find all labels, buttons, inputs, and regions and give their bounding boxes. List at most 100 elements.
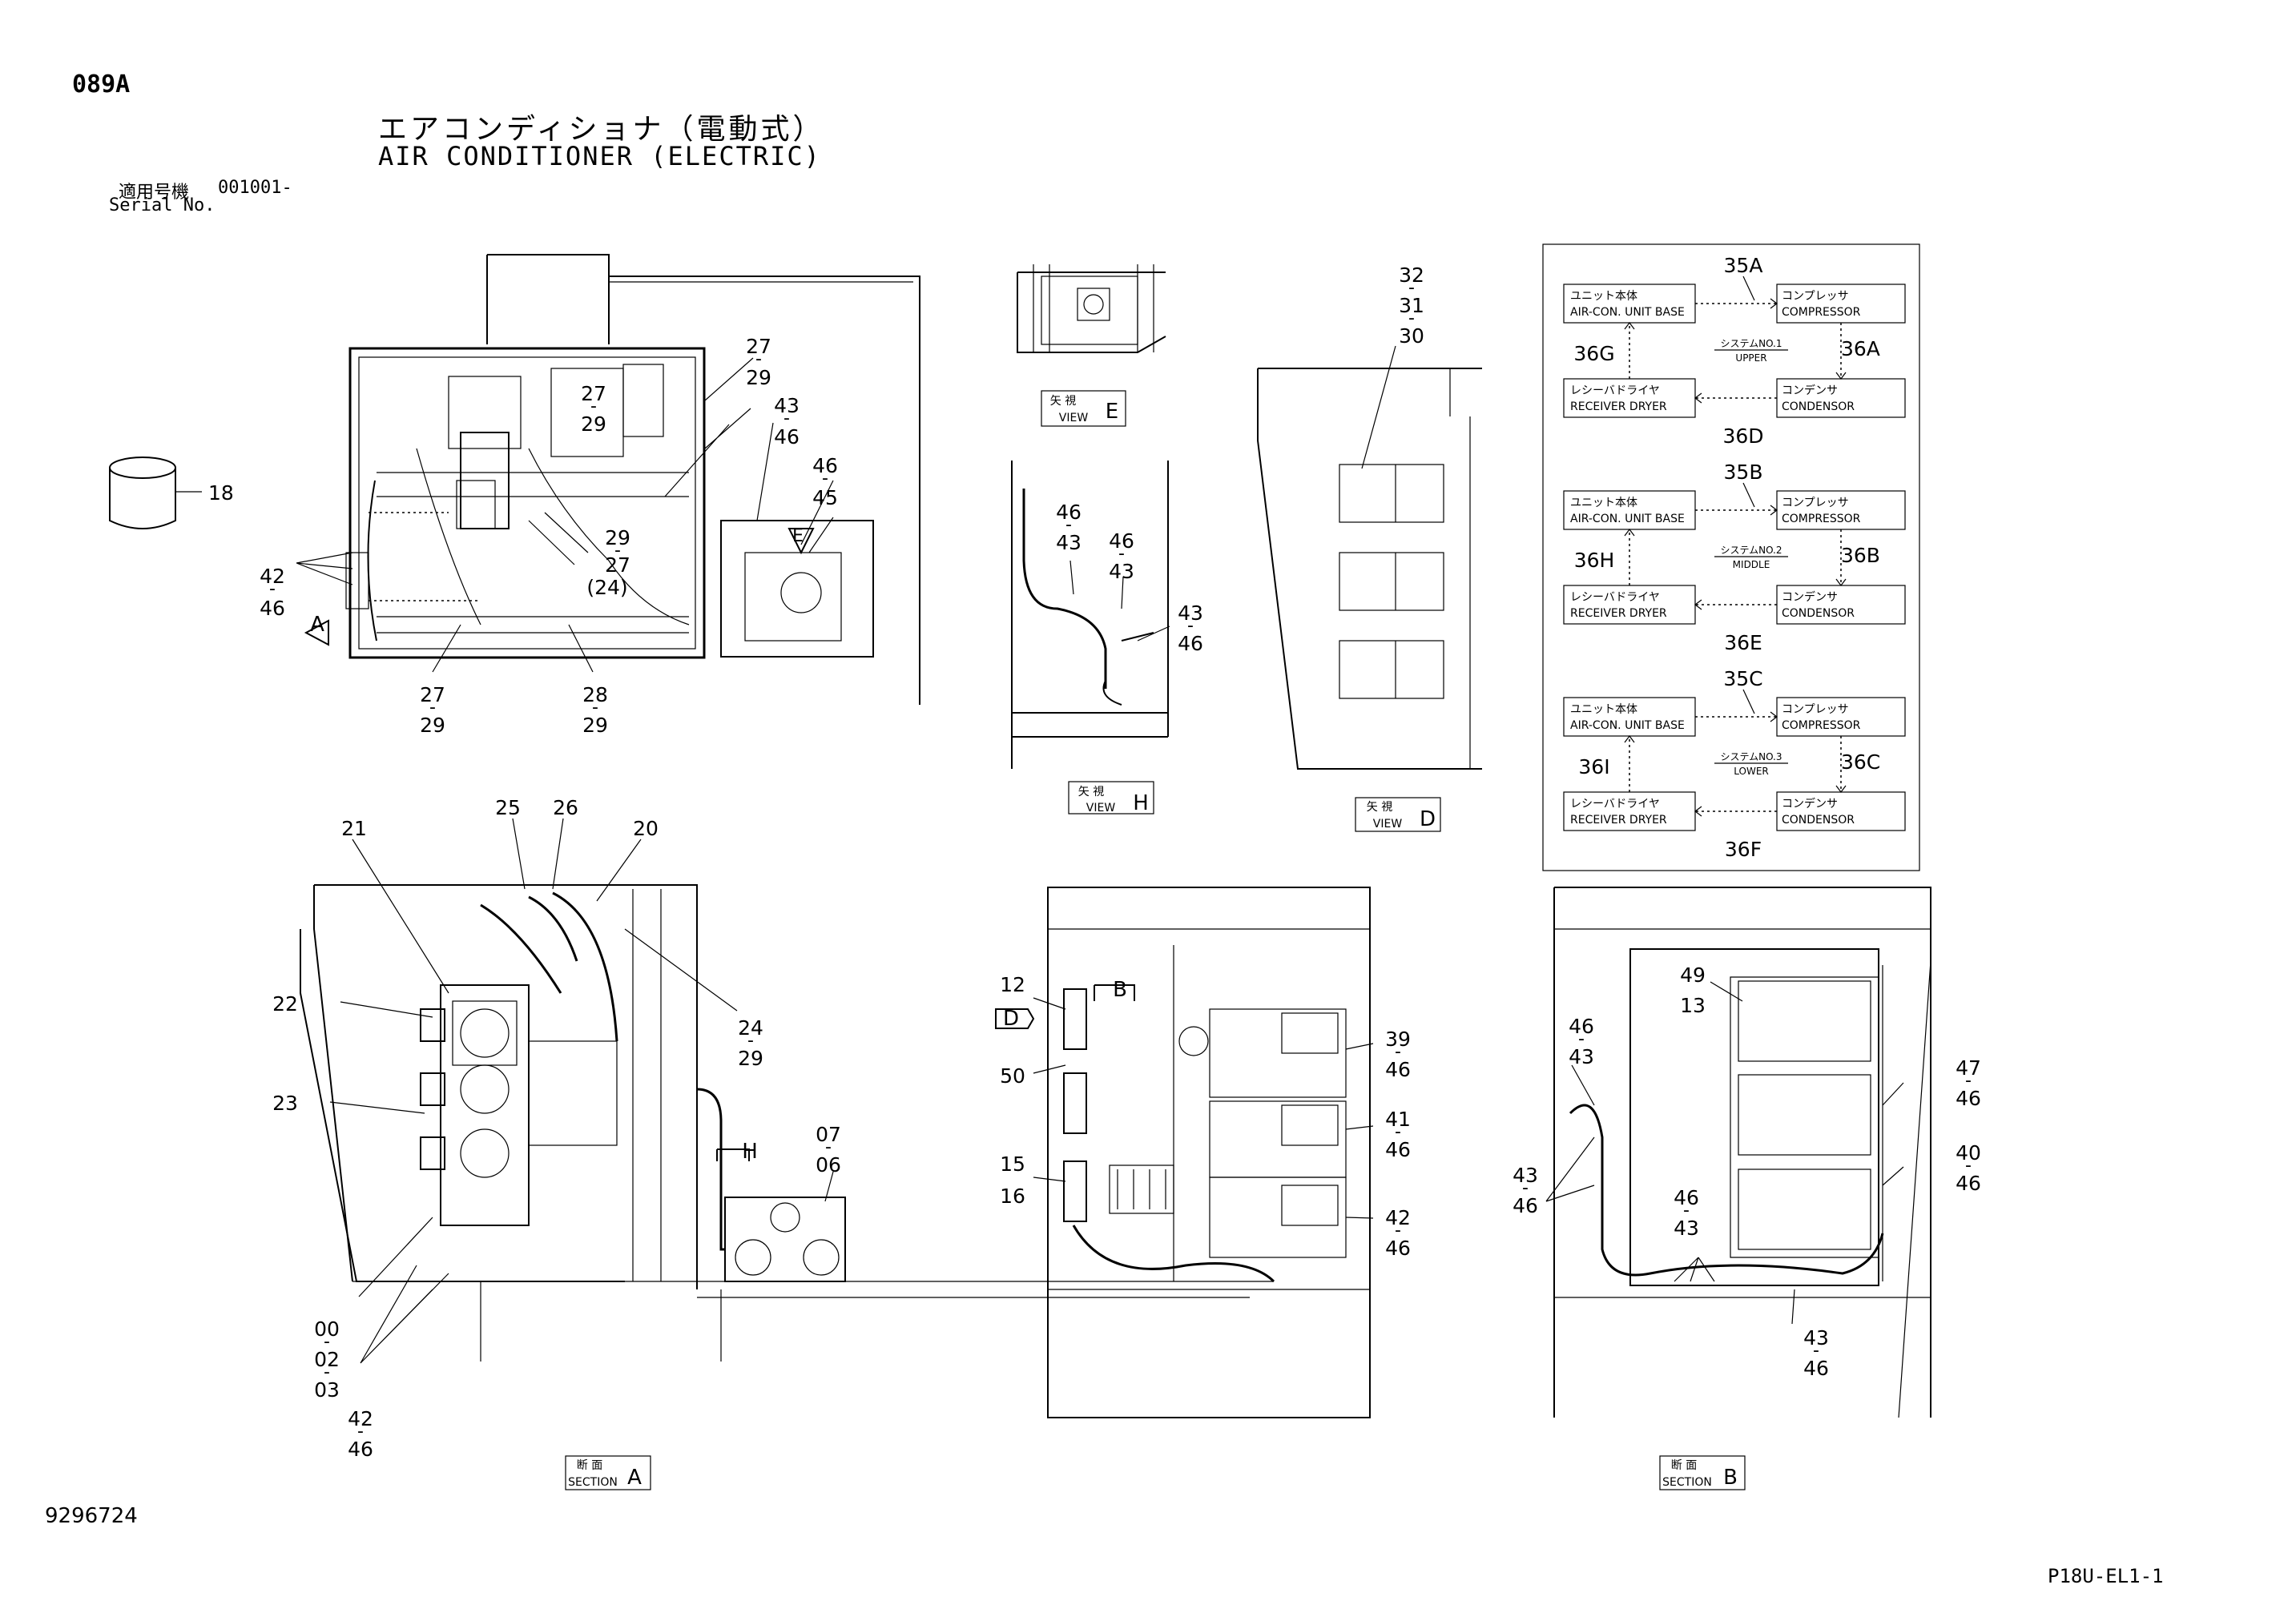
label-24: (24) xyxy=(586,576,627,599)
marker-h: H xyxy=(742,1140,758,1164)
label-27: 27 xyxy=(746,335,771,358)
view-d-letter: D xyxy=(1420,807,1436,831)
label-29: 29 xyxy=(605,526,630,549)
label-27: 27 xyxy=(420,683,445,706)
label-21: 21 xyxy=(341,817,367,840)
pipe-label: 36H xyxy=(1574,549,1615,572)
svg-text:-: - xyxy=(324,1362,330,1382)
cond-en: CONDENSOR xyxy=(1782,607,1855,620)
section-a-drawing: H 断 面 SECTION A 25 26 21 20 22 24 - 29 2… xyxy=(272,796,1274,1490)
label-46: 46 xyxy=(1956,1087,1981,1110)
unit-en: AIR-CON. UNIT BASE xyxy=(1570,306,1685,319)
view-e-letter: E xyxy=(1106,400,1118,424)
cond-jp: コンデンサ xyxy=(1782,384,1838,397)
label-43: 43 xyxy=(1803,1326,1829,1349)
svg-text:-: - xyxy=(1965,1071,1972,1091)
label-46: 46 xyxy=(1385,1138,1411,1161)
label-13: 13 xyxy=(1680,994,1706,1017)
section-b-jp: 断 面 xyxy=(1671,1459,1697,1472)
label-43: 43 xyxy=(1674,1217,1699,1240)
marker-d: D xyxy=(1003,1007,1019,1031)
label-46: 46 xyxy=(1178,632,1203,655)
svg-text:-: - xyxy=(1522,1178,1529,1198)
section-a-letter: A xyxy=(627,1466,642,1490)
label-27: 27 xyxy=(581,382,606,405)
svg-text:-: - xyxy=(1187,616,1194,636)
dryer-jp: レシーバドライヤ xyxy=(1570,384,1660,397)
drawing-number: 9296724 xyxy=(45,1504,138,1528)
marker-e: E xyxy=(792,526,804,546)
label-24: 24 xyxy=(738,1016,763,1040)
svg-text:-: - xyxy=(1395,1042,1401,1062)
system-position: MIDDLE xyxy=(1733,559,1770,570)
label-45: 45 xyxy=(812,486,838,509)
section-b-letter: B xyxy=(1723,1466,1738,1490)
comp-jp: コンプレッサ xyxy=(1782,703,1849,716)
view-d-en: VIEW xyxy=(1373,818,1403,831)
svg-text:-: - xyxy=(1118,544,1125,564)
cond-jp: コンデンサ xyxy=(1782,797,1838,810)
label-50: 50 xyxy=(1000,1064,1025,1088)
svg-text:-: - xyxy=(1395,1221,1401,1241)
svg-text:-: - xyxy=(1065,515,1072,535)
label-27: 27 xyxy=(605,553,630,577)
marker-a: A xyxy=(310,613,324,637)
label-46: 46 xyxy=(1385,1237,1411,1260)
comp-en: COMPRESSOR xyxy=(1782,719,1861,732)
label-23: 23 xyxy=(272,1092,298,1115)
section-b-drawing: 断 面 SECTION B 49 13 46 - 43 47 - 46 40 -… xyxy=(1513,887,1981,1490)
label-22: 22 xyxy=(272,992,298,1016)
system-number: システムNO.1 xyxy=(1720,338,1782,349)
label-46: 46 xyxy=(1109,529,1134,553)
label-29: 29 xyxy=(581,412,606,436)
label-43: 43 xyxy=(1178,601,1203,625)
label-06: 06 xyxy=(816,1153,841,1177)
unit-en: AIR-CON. UNIT BASE xyxy=(1570,513,1685,525)
svg-text:-: - xyxy=(1965,1156,1972,1176)
svg-text:-: - xyxy=(357,1422,364,1442)
view-h-letter: H xyxy=(1133,791,1149,815)
system-number: システムNO.3 xyxy=(1720,751,1782,762)
svg-text:-: - xyxy=(592,698,598,718)
dryer-en: RECEIVER DRYER xyxy=(1570,400,1667,413)
unit-jp: ユニット本体 xyxy=(1570,703,1637,716)
unit-jp: ユニット本体 xyxy=(1570,497,1637,509)
label-26: 26 xyxy=(553,796,578,819)
label-39: 39 xyxy=(1385,1028,1411,1051)
svg-text:-: - xyxy=(755,349,762,369)
section-middle-drawing: D B 12 50 15 16 39 - 46 41 - 46 42 - 46 xyxy=(995,887,1411,1418)
marker-b: B xyxy=(1113,978,1127,1002)
pipe-label: 36C xyxy=(1841,750,1880,774)
label-03: 03 xyxy=(314,1378,340,1402)
view-h-drawing: 矢 視 VIEW H 46 - 43 46 - 43 43 - 46 xyxy=(1011,461,1203,815)
label-46: 46 xyxy=(1674,1186,1699,1209)
pipe-label: 36G xyxy=(1573,342,1614,365)
dryer-jp: レシーバドライヤ xyxy=(1570,798,1660,810)
label-46: 46 xyxy=(774,425,800,448)
label-47: 47 xyxy=(1956,1056,1981,1080)
label-18: 18 xyxy=(208,481,234,505)
svg-text:-: - xyxy=(269,579,276,599)
pipe-label: 36A xyxy=(1841,337,1880,360)
label-42: 42 xyxy=(348,1407,373,1430)
view-d-drawing: 矢 視 VIEW D 32 - 31 - 30 xyxy=(1257,263,1482,832)
cond-jp: コンデンサ xyxy=(1782,590,1838,604)
label-29: 29 xyxy=(746,366,771,389)
label-28: 28 xyxy=(582,683,608,706)
comp-en: COMPRESSOR xyxy=(1782,306,1861,319)
label-29: 29 xyxy=(582,714,608,737)
label-00: 00 xyxy=(314,1317,340,1341)
label-07: 07 xyxy=(816,1123,841,1146)
svg-text:-: - xyxy=(1683,1201,1690,1221)
label-12: 12 xyxy=(1000,973,1025,996)
label-46: 46 xyxy=(1569,1015,1594,1038)
pipe-label: 36E xyxy=(1724,631,1762,654)
label-40: 40 xyxy=(1956,1141,1981,1164)
unit-jp: ユニット本体 xyxy=(1570,290,1637,303)
label-42: 42 xyxy=(260,565,285,588)
label-30: 30 xyxy=(1399,324,1424,348)
cond-en: CONDENSOR xyxy=(1782,400,1855,413)
label-31: 31 xyxy=(1399,294,1424,317)
drawing-code: 089A xyxy=(72,70,131,99)
label-43: 43 xyxy=(1109,560,1134,583)
